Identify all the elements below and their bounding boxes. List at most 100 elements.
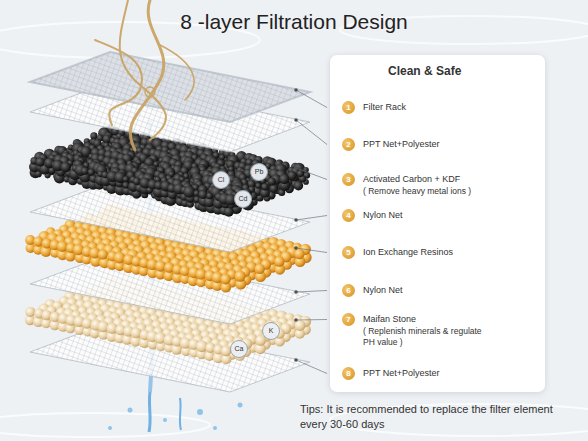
layer-name: Filter Rack <box>363 101 406 114</box>
filter-layer-item: 7 Maifan Stone( Replenish minerals & regu… <box>342 313 485 348</box>
ion-label: Pb <box>250 163 268 181</box>
water-ripples <box>0 16 588 437</box>
leader-dot <box>294 118 298 122</box>
ion-label: Cd <box>234 190 252 208</box>
leader-dot <box>294 318 298 322</box>
leader-line <box>296 90 327 108</box>
layer-name: PPT Net+Polyester <box>363 138 440 151</box>
filter-layer <box>30 322 310 392</box>
net-sheet <box>30 322 310 392</box>
leader-dot <box>294 166 298 170</box>
layer-text: Filter Rack <box>363 101 406 114</box>
filter-layer-item: 4 Nylon Net <box>342 209 403 222</box>
leader-dot <box>294 290 298 294</box>
net-mesh <box>30 322 310 392</box>
carbon-bead <box>269 184 278 193</box>
net-mesh <box>30 182 310 252</box>
carbon-bead <box>90 132 97 139</box>
layer-note: ( Remove heavy metal ions ) <box>363 186 471 197</box>
resin-bead <box>294 249 305 260</box>
maifan-bead <box>131 328 142 339</box>
layer-name: Maifan Stone <box>363 313 485 326</box>
layer-text: Activated Carbon + KDF( Remove heavy met… <box>363 173 471 197</box>
leader-lines <box>294 88 327 373</box>
resin-bead <box>235 271 246 282</box>
gold-swirl <box>95 0 194 150</box>
filter-layer-item: 6Nylon Net <box>342 284 403 297</box>
carbon-bead <box>36 158 45 167</box>
carbon-bead <box>294 181 303 190</box>
carbon-bead <box>60 162 71 173</box>
carbon-bead <box>61 163 71 173</box>
resin-bead <box>98 250 108 260</box>
callout-number: 3 <box>342 173 355 186</box>
filter-layer-item: 2 PPT Net+Polyester <box>342 138 440 151</box>
carbon-bead <box>224 207 234 217</box>
resin-bead <box>114 252 126 264</box>
net-mesh <box>30 52 310 122</box>
layer-text: Ion Exchange Resinos <box>363 246 453 259</box>
carbon-bead <box>123 176 129 182</box>
net-sheet <box>30 182 310 252</box>
carbon-bead <box>183 186 195 198</box>
layer-name: Activated Carbon + KDF <box>363 173 471 186</box>
filter-layers <box>25 52 312 392</box>
net-mesh <box>30 254 310 324</box>
leader-line <box>296 319 327 321</box>
filter-layer-item: 5 Ion Exchange Resinos <box>342 246 453 259</box>
layer-name: Nylon Net <box>363 209 403 222</box>
carbon-bead <box>268 178 276 186</box>
carbon-bead <box>279 174 289 184</box>
maifan-bead <box>25 307 35 317</box>
filter-layer-item: 8 PPT Net+Polyester <box>342 367 440 380</box>
panel-heading: Clean & Safe <box>388 64 461 78</box>
leader-dot <box>294 358 298 362</box>
layer-text: Maifan Stone( Replenish minerals & regul… <box>363 313 485 348</box>
leader-line <box>296 120 327 145</box>
callout-number: 2 <box>342 138 355 151</box>
carbon-beads <box>29 130 310 209</box>
callout-number: 7 <box>342 313 355 326</box>
callout-number: 1 <box>342 101 355 114</box>
leader-dot <box>294 88 298 92</box>
ion-label: K <box>262 322 280 340</box>
resin-bead <box>220 274 231 285</box>
ion-label: Cl <box>212 171 230 189</box>
tips-note: Tips: It is recommended to replace the f… <box>300 402 572 432</box>
layer-note: ( Replenish minerals & regulate PH value… <box>363 326 485 348</box>
leader-line <box>296 248 327 253</box>
callout-number: 4 <box>342 209 355 222</box>
layer-text: Nylon Net <box>363 209 403 222</box>
net-sheet <box>30 254 310 324</box>
callout-number: 5 <box>342 246 355 259</box>
diagram-title: 8 -layer Filtration Design <box>0 10 588 34</box>
layer-text: PPT Net+Polyester <box>363 138 440 151</box>
carbon-bead <box>198 190 207 199</box>
leader-line <box>296 360 327 374</box>
info-panel: Clean & Safe1Filter Rack2PPT Net+Polyest… <box>330 55 545 392</box>
net-sheet <box>30 52 310 122</box>
filter-layer <box>30 52 310 122</box>
layer-text: PPT Net+Polyester <box>363 367 440 380</box>
leader-line <box>296 168 327 180</box>
carbon-bead <box>206 193 213 200</box>
carbon-bead <box>261 183 268 190</box>
carbon-bead <box>255 183 261 189</box>
filter-layer-item: 1 Filter Rack <box>342 101 406 114</box>
carbon-bead <box>297 170 304 177</box>
resin-bead <box>254 264 264 274</box>
carbon-bead <box>88 169 95 176</box>
carbon-bead <box>133 178 141 186</box>
ion-label: Ca <box>230 340 248 358</box>
filter-layer-item: 3 Activated Carbon + KDF( Remove heavy me… <box>342 173 471 197</box>
resin-bead <box>274 256 285 267</box>
carbon-bead <box>36 157 45 166</box>
leader-dot <box>294 246 298 250</box>
carbon-bead <box>81 167 89 175</box>
leader-line <box>296 216 327 221</box>
callout-number: 8 <box>342 367 355 380</box>
filter-layer <box>30 254 310 324</box>
layer-name: PPT Net+Polyester <box>363 367 440 380</box>
leader-line <box>296 291 327 293</box>
